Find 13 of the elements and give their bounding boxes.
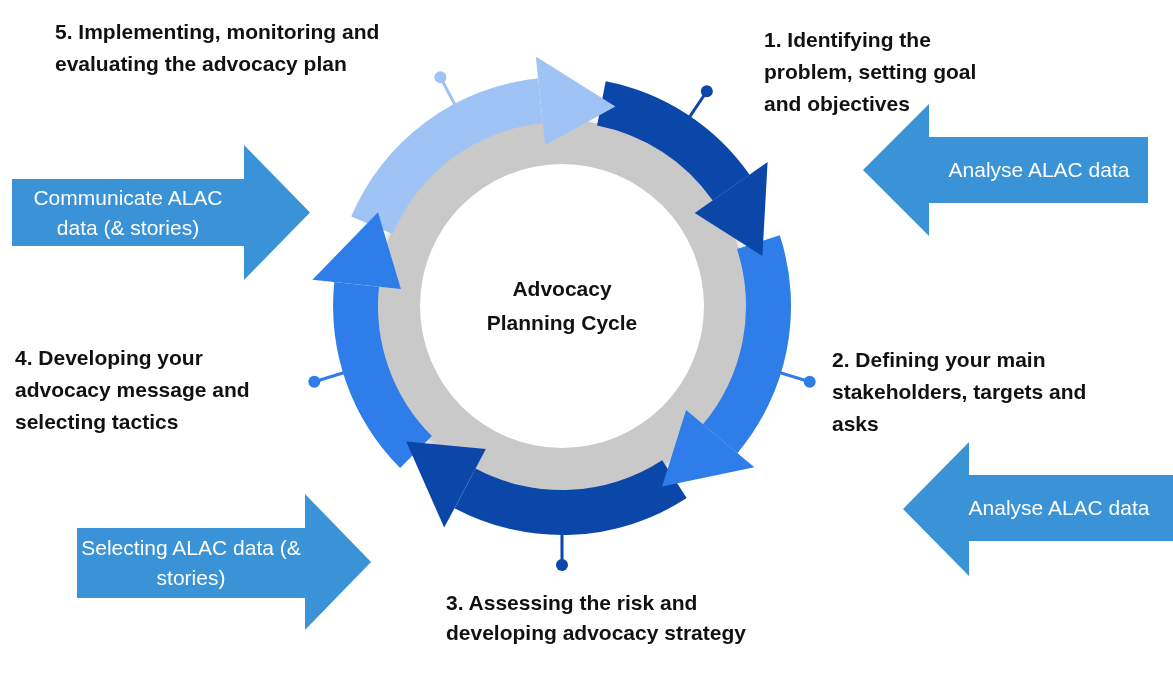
arrow-text: Selecting ALAC data (& stories) — [80, 535, 302, 591]
step-label: 2. Defining your main stakeholders, targets and asks — [832, 347, 1088, 437]
arrow-text: Communicate ALAC data (& stories) — [32, 184, 224, 241]
arrow-text: Analyse ALAC data — [967, 495, 1151, 521]
step-label: 4. Developing your advocacy message and selecting tactics — [15, 345, 251, 435]
step-label: 1. Identifying the problem, setting goal and objectives — [764, 27, 978, 117]
arrow-text: Analyse ALAC data — [947, 157, 1131, 183]
cycle-title: Advocacy Planning Cycle — [485, 276, 639, 336]
block-arrow — [903, 442, 1173, 576]
block-arrow — [12, 145, 310, 280]
step-label: 3. Assessing the risk and developing advocacy strategy — [446, 590, 746, 646]
block-arrow — [77, 494, 371, 630]
step-label: 5. Implementing, monitoring and evaluating the advocacy plan — [55, 19, 381, 77]
